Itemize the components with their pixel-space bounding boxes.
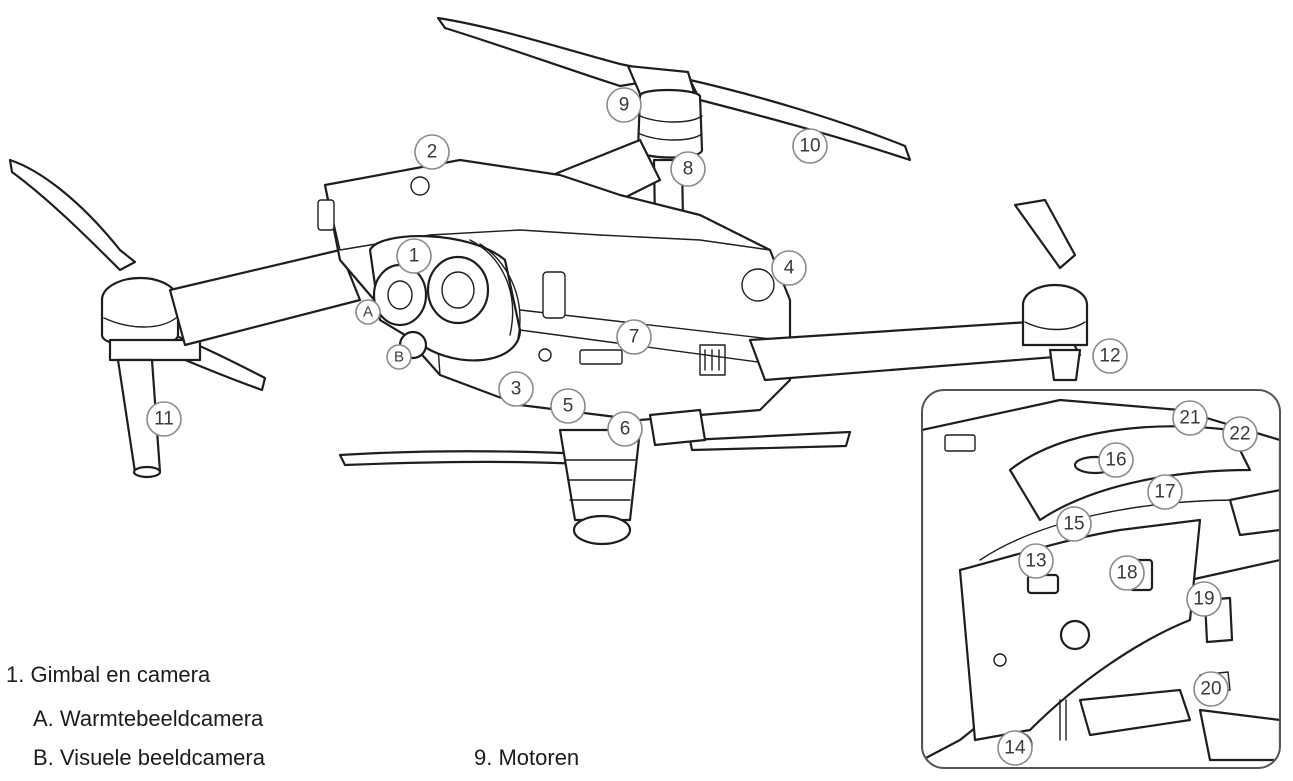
svg-text:3: 3 xyxy=(511,379,522,400)
svg-text:12: 12 xyxy=(1099,346,1120,367)
svg-text:15: 15 xyxy=(1063,514,1084,535)
svg-text:5: 5 xyxy=(563,396,574,417)
callout-4: 4 xyxy=(771,250,807,286)
svg-text:B: B xyxy=(394,349,404,366)
svg-text:2: 2 xyxy=(427,142,438,163)
callout-9: 9 xyxy=(606,87,642,123)
callout-17: 17 xyxy=(1147,474,1183,510)
callout-10: 10 xyxy=(792,128,828,164)
callout-2: 2 xyxy=(414,134,450,170)
callout-22: 22 xyxy=(1222,416,1258,452)
callout-7: 7 xyxy=(616,319,652,355)
arm-left xyxy=(168,248,362,347)
callout-14: 14 xyxy=(997,730,1033,766)
callout-1: 1 xyxy=(396,238,432,274)
callout-13: 13 xyxy=(1018,543,1054,579)
motor-left xyxy=(100,276,202,362)
callout-21: 21 xyxy=(1172,400,1208,436)
callout-5: 5 xyxy=(550,388,586,424)
callout-b: B xyxy=(386,344,412,370)
callout-15: 15 xyxy=(1056,506,1092,542)
svg-text:22: 22 xyxy=(1229,424,1250,445)
callout-12: 12 xyxy=(1092,338,1128,374)
callout-16: 16 xyxy=(1098,442,1134,478)
inset-closeup xyxy=(921,389,1281,769)
svg-text:9: 9 xyxy=(619,95,630,116)
svg-text:16: 16 xyxy=(1105,450,1126,471)
svg-text:8: 8 xyxy=(683,159,694,180)
callout-6: 6 xyxy=(607,411,643,447)
callout-19: 19 xyxy=(1186,581,1222,617)
callout-a: A xyxy=(355,299,381,325)
svg-text:1: 1 xyxy=(409,246,420,267)
callout-11: 11 xyxy=(146,401,182,437)
svg-text:19: 19 xyxy=(1193,589,1214,610)
legend-item-9: 9. Motoren xyxy=(474,745,580,770)
arm-right xyxy=(748,198,1089,382)
svg-text:7: 7 xyxy=(629,327,640,348)
svg-text:6: 6 xyxy=(620,419,631,440)
callout-18: 18 xyxy=(1109,555,1145,591)
svg-text:20: 20 xyxy=(1200,679,1221,700)
svg-text:A: A xyxy=(363,304,373,321)
svg-text:10: 10 xyxy=(799,136,820,157)
svg-text:17: 17 xyxy=(1154,482,1175,503)
legend-item-a: A. Warmtebeeldcamera xyxy=(33,706,264,731)
legend-item-1: 1. Gimbal en camera xyxy=(6,662,211,687)
callout-8: 8 xyxy=(670,151,706,187)
callout-20: 20 xyxy=(1193,671,1229,707)
svg-text:18: 18 xyxy=(1116,563,1137,584)
callout-3: 3 xyxy=(498,371,534,407)
propeller-top xyxy=(436,16,912,162)
gimbal-camera xyxy=(368,234,522,362)
svg-text:13: 13 xyxy=(1025,551,1046,572)
legend-item-b: B. Visuele beeldcamera xyxy=(33,745,265,770)
leg-left xyxy=(116,358,162,479)
svg-text:11: 11 xyxy=(154,409,174,430)
svg-text:14: 14 xyxy=(1004,738,1026,759)
svg-text:21: 21 xyxy=(1179,408,1200,429)
svg-text:4: 4 xyxy=(784,258,795,279)
rear-gear xyxy=(338,408,852,546)
